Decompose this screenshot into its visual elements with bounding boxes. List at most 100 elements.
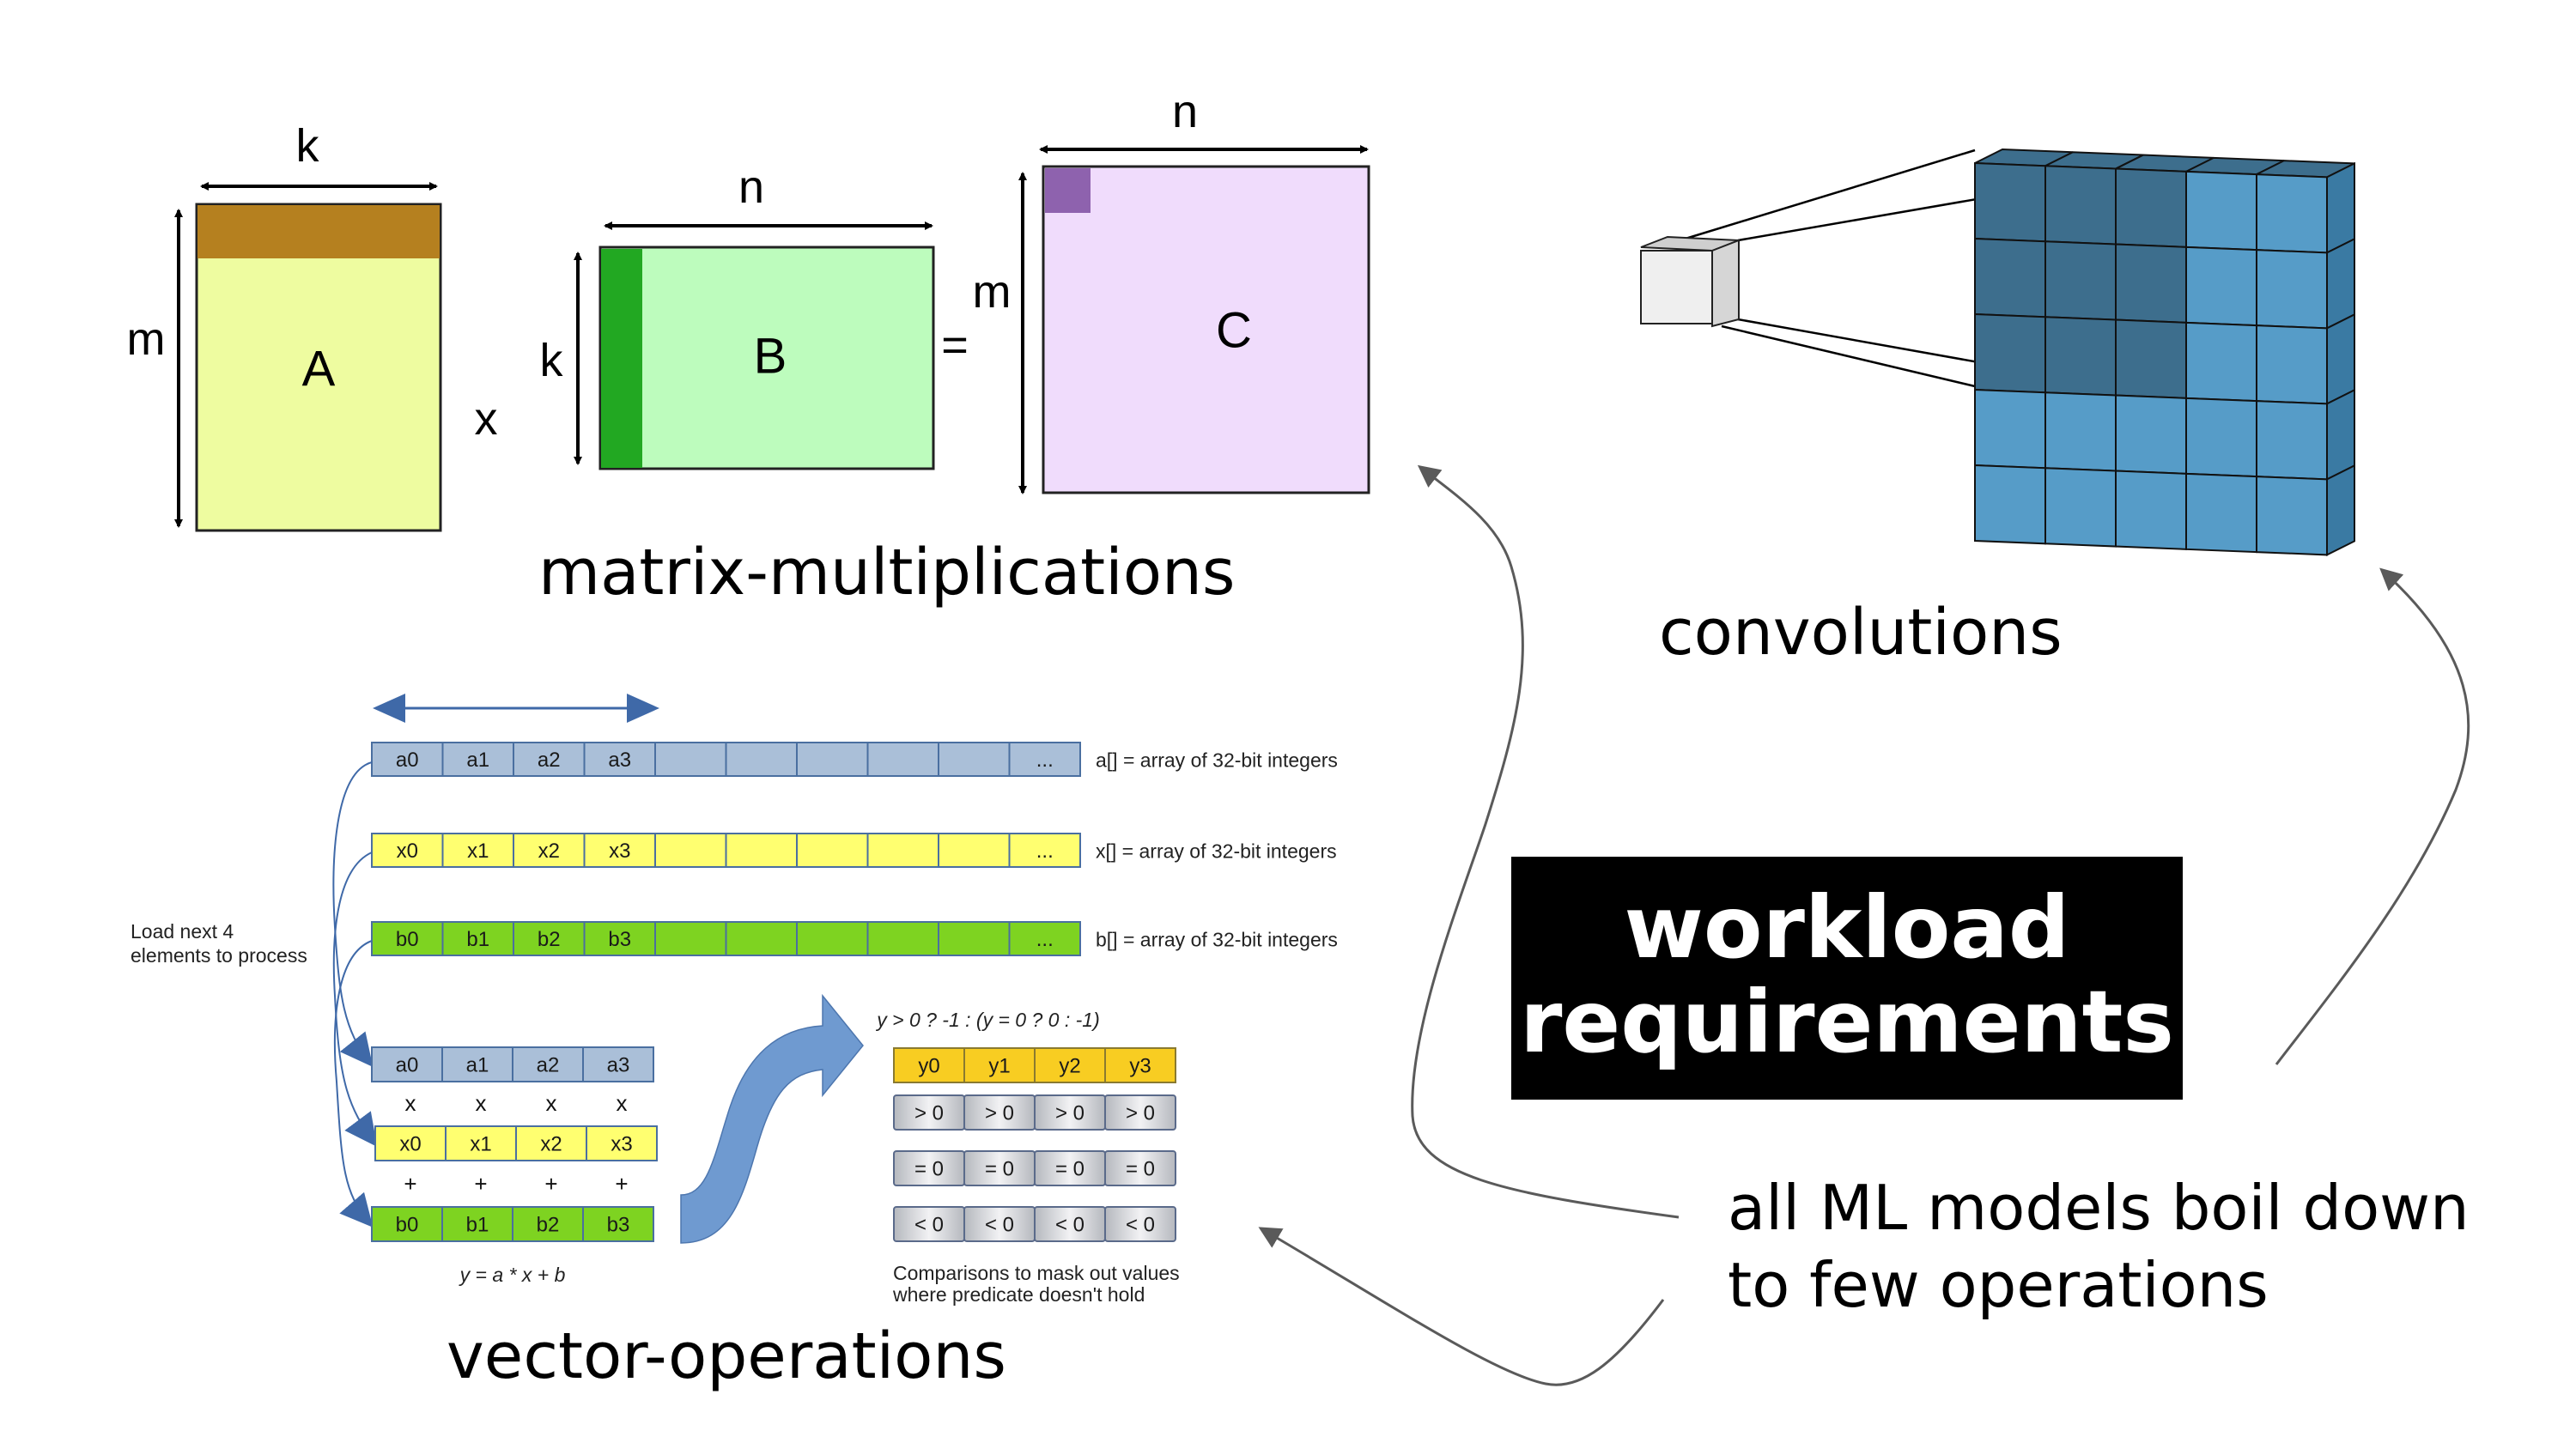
array-cell <box>938 833 1011 868</box>
compare-cell-label: > 0 <box>914 1102 944 1125</box>
convolutions-title: convolutions <box>1659 596 2063 670</box>
compare-cell <box>1104 1094 1176 1131</box>
register-cell-label: x3 <box>611 1133 632 1156</box>
feature-map-side-face <box>2326 312 2355 406</box>
compare-row-greater-than-zero: > 0> 0> 0> 0 <box>893 1094 1176 1131</box>
array-cell-label: a1 <box>466 749 489 772</box>
summary-line-1: all ML models boil down <box>1728 1172 2470 1244</box>
feature-map-cell <box>2185 321 2257 403</box>
array-cell-label: b0 <box>396 928 419 951</box>
array-cell <box>866 742 939 777</box>
feature-map-side-face <box>2326 161 2355 255</box>
matrix-a-row-highlight <box>197 205 440 258</box>
compare-cell <box>1104 1206 1176 1242</box>
array-cell <box>796 833 869 868</box>
matrix-c-width-label: n <box>1172 86 1198 137</box>
result-cell-label: y1 <box>988 1055 1010 1078</box>
compare-cell-label: = 0 <box>985 1158 1014 1181</box>
matrix-a-body <box>195 203 442 532</box>
array-cell-label: ... <box>1036 749 1054 772</box>
matrix-b-height-label: k <box>540 335 564 386</box>
array-cell-label: a0 <box>396 749 419 772</box>
register-cell-label: x0 <box>399 1133 421 1156</box>
compare-cell-label: > 0 <box>985 1102 1014 1125</box>
array-cell-label: x1 <box>467 840 489 863</box>
feature-map-side-face <box>2326 237 2355 330</box>
load-note-line-1: Load next 4 <box>131 920 234 943</box>
load-connector-b <box>333 940 374 1228</box>
feature-map-cell <box>2256 400 2328 481</box>
array-cell <box>1008 921 1081 956</box>
feature-map-grid <box>1974 148 2355 557</box>
matrix-c-height-label: m <box>973 266 1012 318</box>
feature-map-cell <box>1974 464 2046 545</box>
projection-line <box>1665 149 1976 246</box>
feature-map-cell-in-kernel <box>2044 240 2117 321</box>
array-x-description: x[] = array of 32-bit integers <box>1096 840 1337 863</box>
array-cell <box>725 833 798 868</box>
feature-map-cell <box>2185 472 2257 554</box>
feature-map-cell <box>1974 388 2046 470</box>
register-cell-label: x1 <box>470 1133 491 1156</box>
compare-cell-label: < 0 <box>914 1214 944 1237</box>
feature-map-cell <box>2044 467 2117 548</box>
register-cell <box>586 1125 658 1161</box>
multiply-sign: x <box>475 393 498 445</box>
matrix-b: B n k <box>540 161 935 470</box>
multiply-operator: x <box>617 1090 628 1116</box>
convolution-diagram: convolutions <box>1640 148 2355 670</box>
register-cell-label: b1 <box>466 1214 489 1237</box>
feature-map-cell-in-kernel <box>2115 318 2187 399</box>
arrow-to-convolutions <box>2275 567 2470 1065</box>
array-cell-label: x0 <box>397 840 418 863</box>
load-connector-x <box>332 852 378 1148</box>
matrix-c: C n m <box>973 86 1370 494</box>
projection-line <box>1721 324 1976 388</box>
compare-cell-label: = 0 <box>914 1158 944 1181</box>
result-cell <box>963 1047 1036 1083</box>
array-cell <box>441 921 514 956</box>
equals-sign: = <box>941 319 969 371</box>
array-cell <box>371 921 444 956</box>
array-cell-label: b1 <box>466 928 489 951</box>
array-cell-label: ... <box>1036 840 1054 863</box>
array-cell <box>513 833 586 868</box>
feature-map-cell-in-kernel <box>1974 237 2046 318</box>
array-cell <box>1008 833 1081 868</box>
feature-map-cell <box>2044 391 2117 472</box>
array-cell <box>1008 742 1081 777</box>
feature-map-cell-in-kernel <box>2115 243 2187 324</box>
array-cell <box>371 742 444 777</box>
arrowhead-right-icon <box>627 694 659 723</box>
compare-row-less-than-zero: < 0< 0< 0< 0 <box>893 1206 1176 1242</box>
matrix-b-label: B <box>754 329 787 385</box>
array-cell <box>725 921 798 956</box>
feature-map-cell-in-kernel <box>2115 167 2187 248</box>
kernel-cube <box>1640 235 1740 328</box>
register-cell-label: a3 <box>607 1054 630 1077</box>
compare-cell <box>1104 1150 1176 1186</box>
feature-map-cell-in-kernel <box>1974 161 2046 243</box>
matrix-multiplications-title: matrix-multiplications <box>538 536 1235 609</box>
load-note-line-2: elements to process <box>131 944 307 967</box>
array-cell-label: x3 <box>609 840 630 863</box>
add-operator: + <box>544 1171 557 1197</box>
register-cell-label: a0 <box>396 1054 419 1077</box>
feature-map-cell <box>2185 246 2257 327</box>
array-cell <box>371 833 444 868</box>
array-cell <box>654 833 727 868</box>
register-cell <box>582 1046 654 1082</box>
register-cell <box>512 1206 584 1242</box>
compare-cell-label: = 0 <box>1055 1158 1084 1181</box>
compare-cell-label: < 0 <box>1055 1214 1084 1237</box>
feature-map-cell <box>2256 249 2328 330</box>
vector-operations-title: vector-operations <box>447 1319 1006 1393</box>
result-cell <box>1034 1047 1106 1083</box>
array-cell <box>796 742 869 777</box>
